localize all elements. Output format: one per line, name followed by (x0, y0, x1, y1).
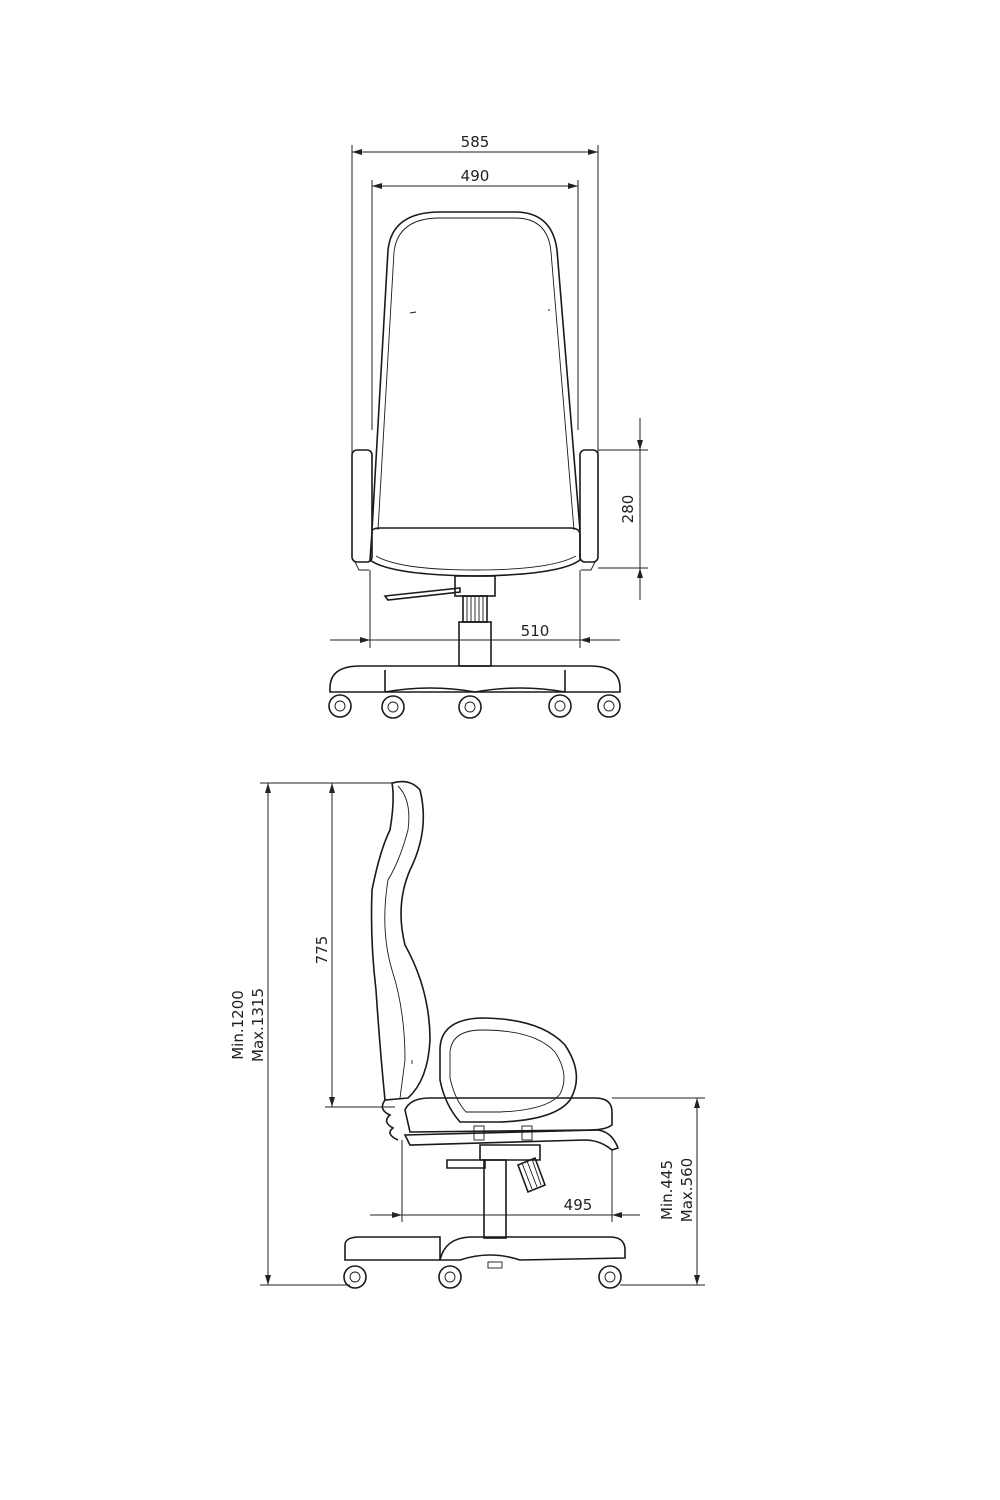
front-view: 585 490 280 510 (328, 133, 648, 719)
dim-label-seat-height-max: Max.560 (678, 1158, 696, 1222)
dim-label-overall-width: 585 (461, 133, 490, 151)
gas-cylinder-front (458, 621, 492, 667)
base-side (344, 1236, 441, 1261)
height-lever (383, 587, 461, 601)
armrest-side (439, 1017, 578, 1123)
dim-label-total-height-max: Max.1315 (249, 988, 267, 1062)
casters-side (343, 1265, 622, 1289)
dim-label-backrest-height: 775 (313, 936, 331, 965)
right-armrest (579, 449, 599, 563)
dim-label-total-height-min: Min.1200 (229, 990, 247, 1060)
seat-front (369, 527, 581, 577)
dim-label-seat-width: 510 (521, 622, 550, 640)
seat-side (404, 1097, 613, 1133)
casters-front (328, 694, 621, 719)
dim-label-backrest-width: 490 (461, 167, 490, 185)
gas-cylinder-side (483, 1159, 507, 1239)
tilt-knob (516, 1156, 547, 1194)
dim-label-seat-depth: 495 (564, 1196, 593, 1214)
dim-label-armrest-height: 280 (619, 495, 637, 524)
height-lever-side (446, 1159, 486, 1169)
backrest-side (370, 780, 431, 1101)
dim-label-seat-height-min: Min.445 (658, 1160, 676, 1220)
backrest-front (371, 211, 581, 531)
side-view: Min.1200 Max.1315 775 495 M (229, 780, 705, 1289)
base-front (329, 665, 621, 693)
left-armrest (351, 449, 373, 563)
